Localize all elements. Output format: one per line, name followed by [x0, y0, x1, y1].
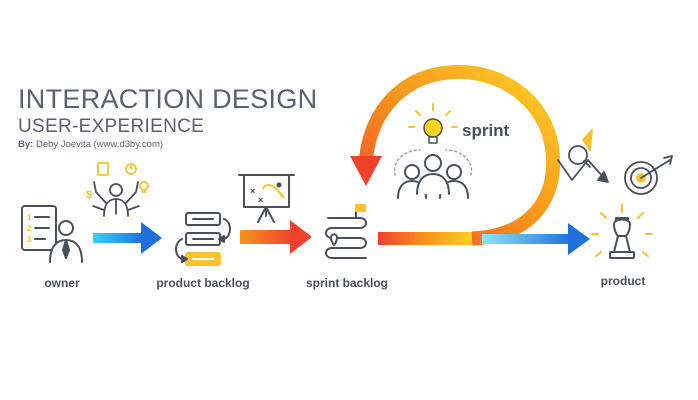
step-label-product-backlog: product backlog	[156, 276, 250, 290]
svg-text:3: 3	[27, 235, 32, 244]
svg-text:$: $	[86, 189, 92, 201]
svg-text:2: 2	[27, 224, 32, 233]
sprint-backlog-icon	[325, 204, 367, 259]
growth-chart-icon	[557, 129, 609, 183]
step-label-product: product	[600, 274, 646, 288]
target-icon	[624, 155, 673, 195]
arrow-owner-to-backlog	[93, 222, 162, 254]
arrow-backlog-to-sprint	[240, 220, 312, 254]
multitasking-person-icon: $	[86, 162, 149, 217]
svg-text:×: ×	[250, 186, 255, 196]
svg-text:×: ×	[258, 195, 263, 205]
byline-prefix: By:	[18, 139, 34, 150]
chess-king-icon	[591, 204, 653, 259]
svg-text:1: 1	[27, 213, 32, 222]
arrow-loop-to-product	[482, 223, 590, 255]
product-backlog-icon	[175, 212, 231, 266]
diagram-title: INTERACTION DESIGN	[18, 84, 318, 114]
step-label-owner: owner	[44, 276, 80, 290]
step-label-sprint-backlog: sprint backlog	[305, 276, 389, 290]
sprint-label: sprint	[462, 121, 510, 140]
diagram-subtitle: USER-EXPERIENCE	[18, 116, 205, 137]
sprint-loop-arrow	[350, 64, 561, 246]
strategy-board-icon: × ×	[238, 174, 295, 223]
team-idea-icon	[393, 103, 473, 199]
byline-author: Deby Joevita (www.d3by.com)	[35, 139, 164, 150]
owner-icon: 1 2 3	[21, 205, 83, 263]
byline: By: Deby Joevita (www.d3by.com)	[18, 139, 163, 150]
